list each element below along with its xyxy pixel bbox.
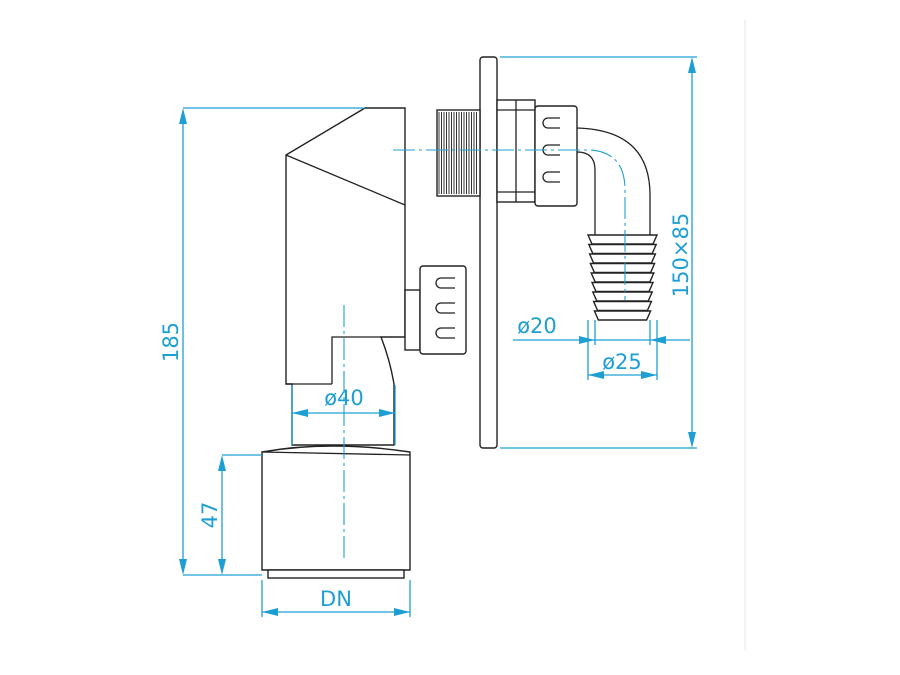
label-dn: DN	[320, 587, 352, 611]
siphon-body	[261, 107, 411, 579]
label-47: 47	[198, 502, 222, 529]
upper-nut	[534, 105, 578, 207]
upper-thread	[436, 99, 536, 203]
dim-dn	[261, 580, 411, 617]
outlet-socket	[261, 445, 411, 571]
dim-25	[587, 320, 658, 380]
label-diameter-20: ø20	[517, 314, 557, 338]
dim-150x85	[500, 56, 697, 449]
dim-185	[179, 107, 365, 576]
label-150x85: 150×85	[669, 213, 693, 297]
lower-nut	[404, 265, 467, 355]
label-185: 185	[159, 322, 183, 362]
wall-plate	[479, 56, 498, 449]
label-diameter-40: ø40	[324, 386, 364, 410]
dim-20	[513, 320, 690, 345]
centerline-horizontal	[393, 149, 626, 300]
dim-47	[218, 454, 262, 575]
hose-elbow	[576, 127, 659, 321]
dim-40	[291, 385, 396, 445]
label-diameter-25: ø25	[602, 350, 642, 374]
